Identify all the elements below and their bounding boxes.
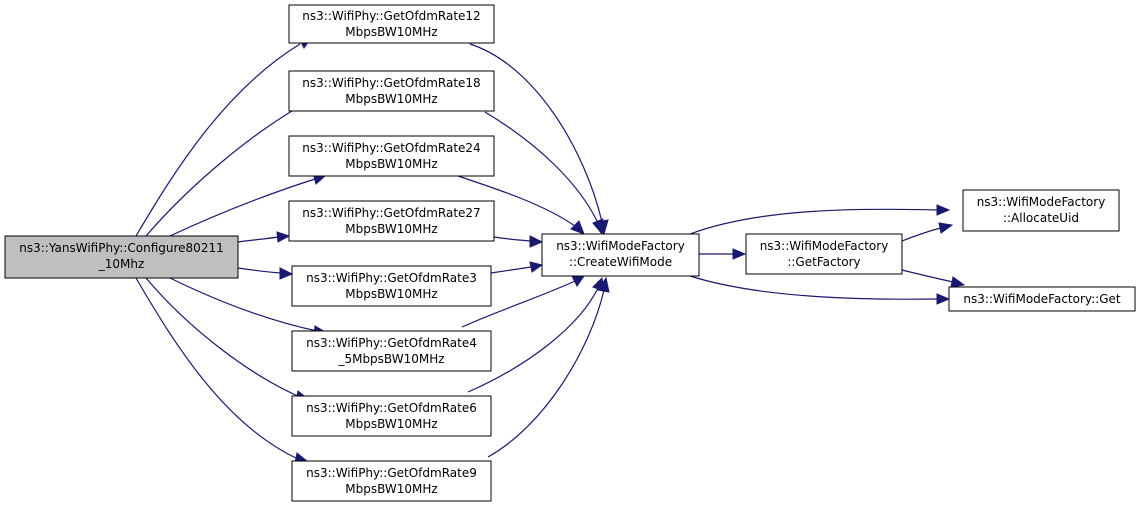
node-getofdmrate4-5[interactable]: ns3::WifiPhy::GetOfdmRate4 _5MbpsBW10MHz <box>291 330 492 372</box>
node-createwifimode[interactable]: ns3::WifiModeFactory ::CreateWifiMode <box>541 233 700 277</box>
node-getofdmrate12[interactable]: ns3::WifiPhy::GetOfdmRate12 MbpsBW10MHz <box>288 4 495 44</box>
node-label-line-2: MbpsBW10MHz <box>345 417 437 431</box>
node-label-line-1: ns3::WifiModeFactory::Get <box>963 292 1120 306</box>
node-label-line-1: ns3::WifiPhy::GetOfdmRate27 <box>302 206 480 220</box>
node-getfactory[interactable]: ns3::WifiModeFactory ::GetFactory <box>745 233 903 275</box>
node-label-line-2: ::GetFactory <box>787 255 860 269</box>
node-getofdmrate9[interactable]: ns3::WifiPhy::GetOfdmRate9 MbpsBW10MHz <box>291 460 492 502</box>
node-label-line-1: ns3::WifiModeFactory <box>556 239 685 253</box>
node-label-line-2: MbpsBW10MHz <box>345 92 437 106</box>
node-label-line-1: ns3::YansWifiPhy::Configure80211 <box>19 241 223 255</box>
node-getofdmrate3[interactable]: ns3::WifiPhy::GetOfdmRate3 MbpsBW10MHz <box>291 265 492 307</box>
edge-configure-to-rate12 <box>135 37 312 237</box>
node-label-line-1: ns3::WifiPhy::GetOfdmRate18 <box>302 76 480 90</box>
node-label-line-2: _10Mhz <box>98 257 145 271</box>
node-label-line-2: _5MbpsBW10MHz <box>337 352 444 366</box>
node-label-line-2: ::AllocateUid <box>1003 211 1079 225</box>
node-label-line-1: ns3::WifiPhy::GetOfdmRate6 <box>306 401 477 415</box>
node-label-line-2: MbpsBW10MHz <box>345 482 437 496</box>
edge-configure-to-rate18 <box>145 99 312 237</box>
edge-rate9-to-createwifimode <box>487 276 610 458</box>
node-configure80211-10mhz[interactable]: ns3::YansWifiPhy::Configure80211 _10Mhz <box>4 235 239 279</box>
node-getofdmrate24[interactable]: ns3::WifiPhy::GetOfdmRate24 MbpsBW10MHz <box>288 135 495 177</box>
node-label-line-1: ns3::WifiPhy::GetOfdmRate12 <box>302 9 480 23</box>
node-label-line-1: ns3::WifiPhy::GetOfdmRate4 <box>306 336 477 350</box>
node-label-line-2: MbpsBW10MHz <box>345 25 437 39</box>
edge-rate18-to-createwifimode <box>484 111 604 236</box>
node-getofdmrate18[interactable]: ns3::WifiPhy::GetOfdmRate18 MbpsBW10MHz <box>288 70 495 112</box>
nodes-layer: ns3::YansWifiPhy::Configure80211 _10Mhz … <box>4 4 1136 502</box>
node-label-line-1: ns3::WifiPhy::GetOfdmRate24 <box>302 141 480 155</box>
edge-createwifimode-to-allocateuid <box>689 204 951 235</box>
node-label-line-1: ns3::WifiModeFactory <box>760 239 889 253</box>
node-allocateuid[interactable]: ns3::WifiModeFactory ::AllocateUid <box>962 189 1120 232</box>
edge-createwifimode-to-getfactory <box>699 248 747 260</box>
node-getofdmrate27[interactable]: ns3::WifiPhy::GetOfdmRate27 MbpsBW10MHz <box>288 200 495 242</box>
edge-rate3-to-createwifimode <box>490 261 544 274</box>
edge-configure-to-rate6 <box>145 277 311 402</box>
node-label-line-1: ns3::WifiPhy::GetOfdmRate3 <box>306 271 477 285</box>
node-label-line-1: ns3::WifiPhy::GetOfdmRate9 <box>306 466 477 480</box>
edge-rate27-to-createwifimode <box>493 235 544 248</box>
node-label-line-2: ::CreateWifiMode <box>569 255 672 269</box>
node-label-line-2: MbpsBW10MHz <box>345 287 437 301</box>
node-label-line-2: MbpsBW10MHz <box>345 157 437 171</box>
node-label-line-2: MbpsBW10MHz <box>345 222 437 236</box>
edge-rate24-to-createwifimode <box>457 175 585 235</box>
edges-layer <box>135 37 966 464</box>
node-get[interactable]: ns3::WifiModeFactory::Get <box>948 286 1136 312</box>
node-label-line-1: ns3::WifiModeFactory <box>977 195 1106 209</box>
edge-configure-to-rate9 <box>135 277 310 464</box>
edge-configure-to-rate27 <box>237 231 291 243</box>
edge-createwifimode-to-get <box>689 275 951 305</box>
edge-getfactory-to-allocateuid <box>901 222 954 242</box>
edge-configure-to-rate3 <box>237 267 294 280</box>
node-getofdmrate6[interactable]: ns3::WifiPhy::GetOfdmRate6 MbpsBW10MHz <box>291 395 492 437</box>
edge-getfactory-to-get <box>901 269 966 288</box>
